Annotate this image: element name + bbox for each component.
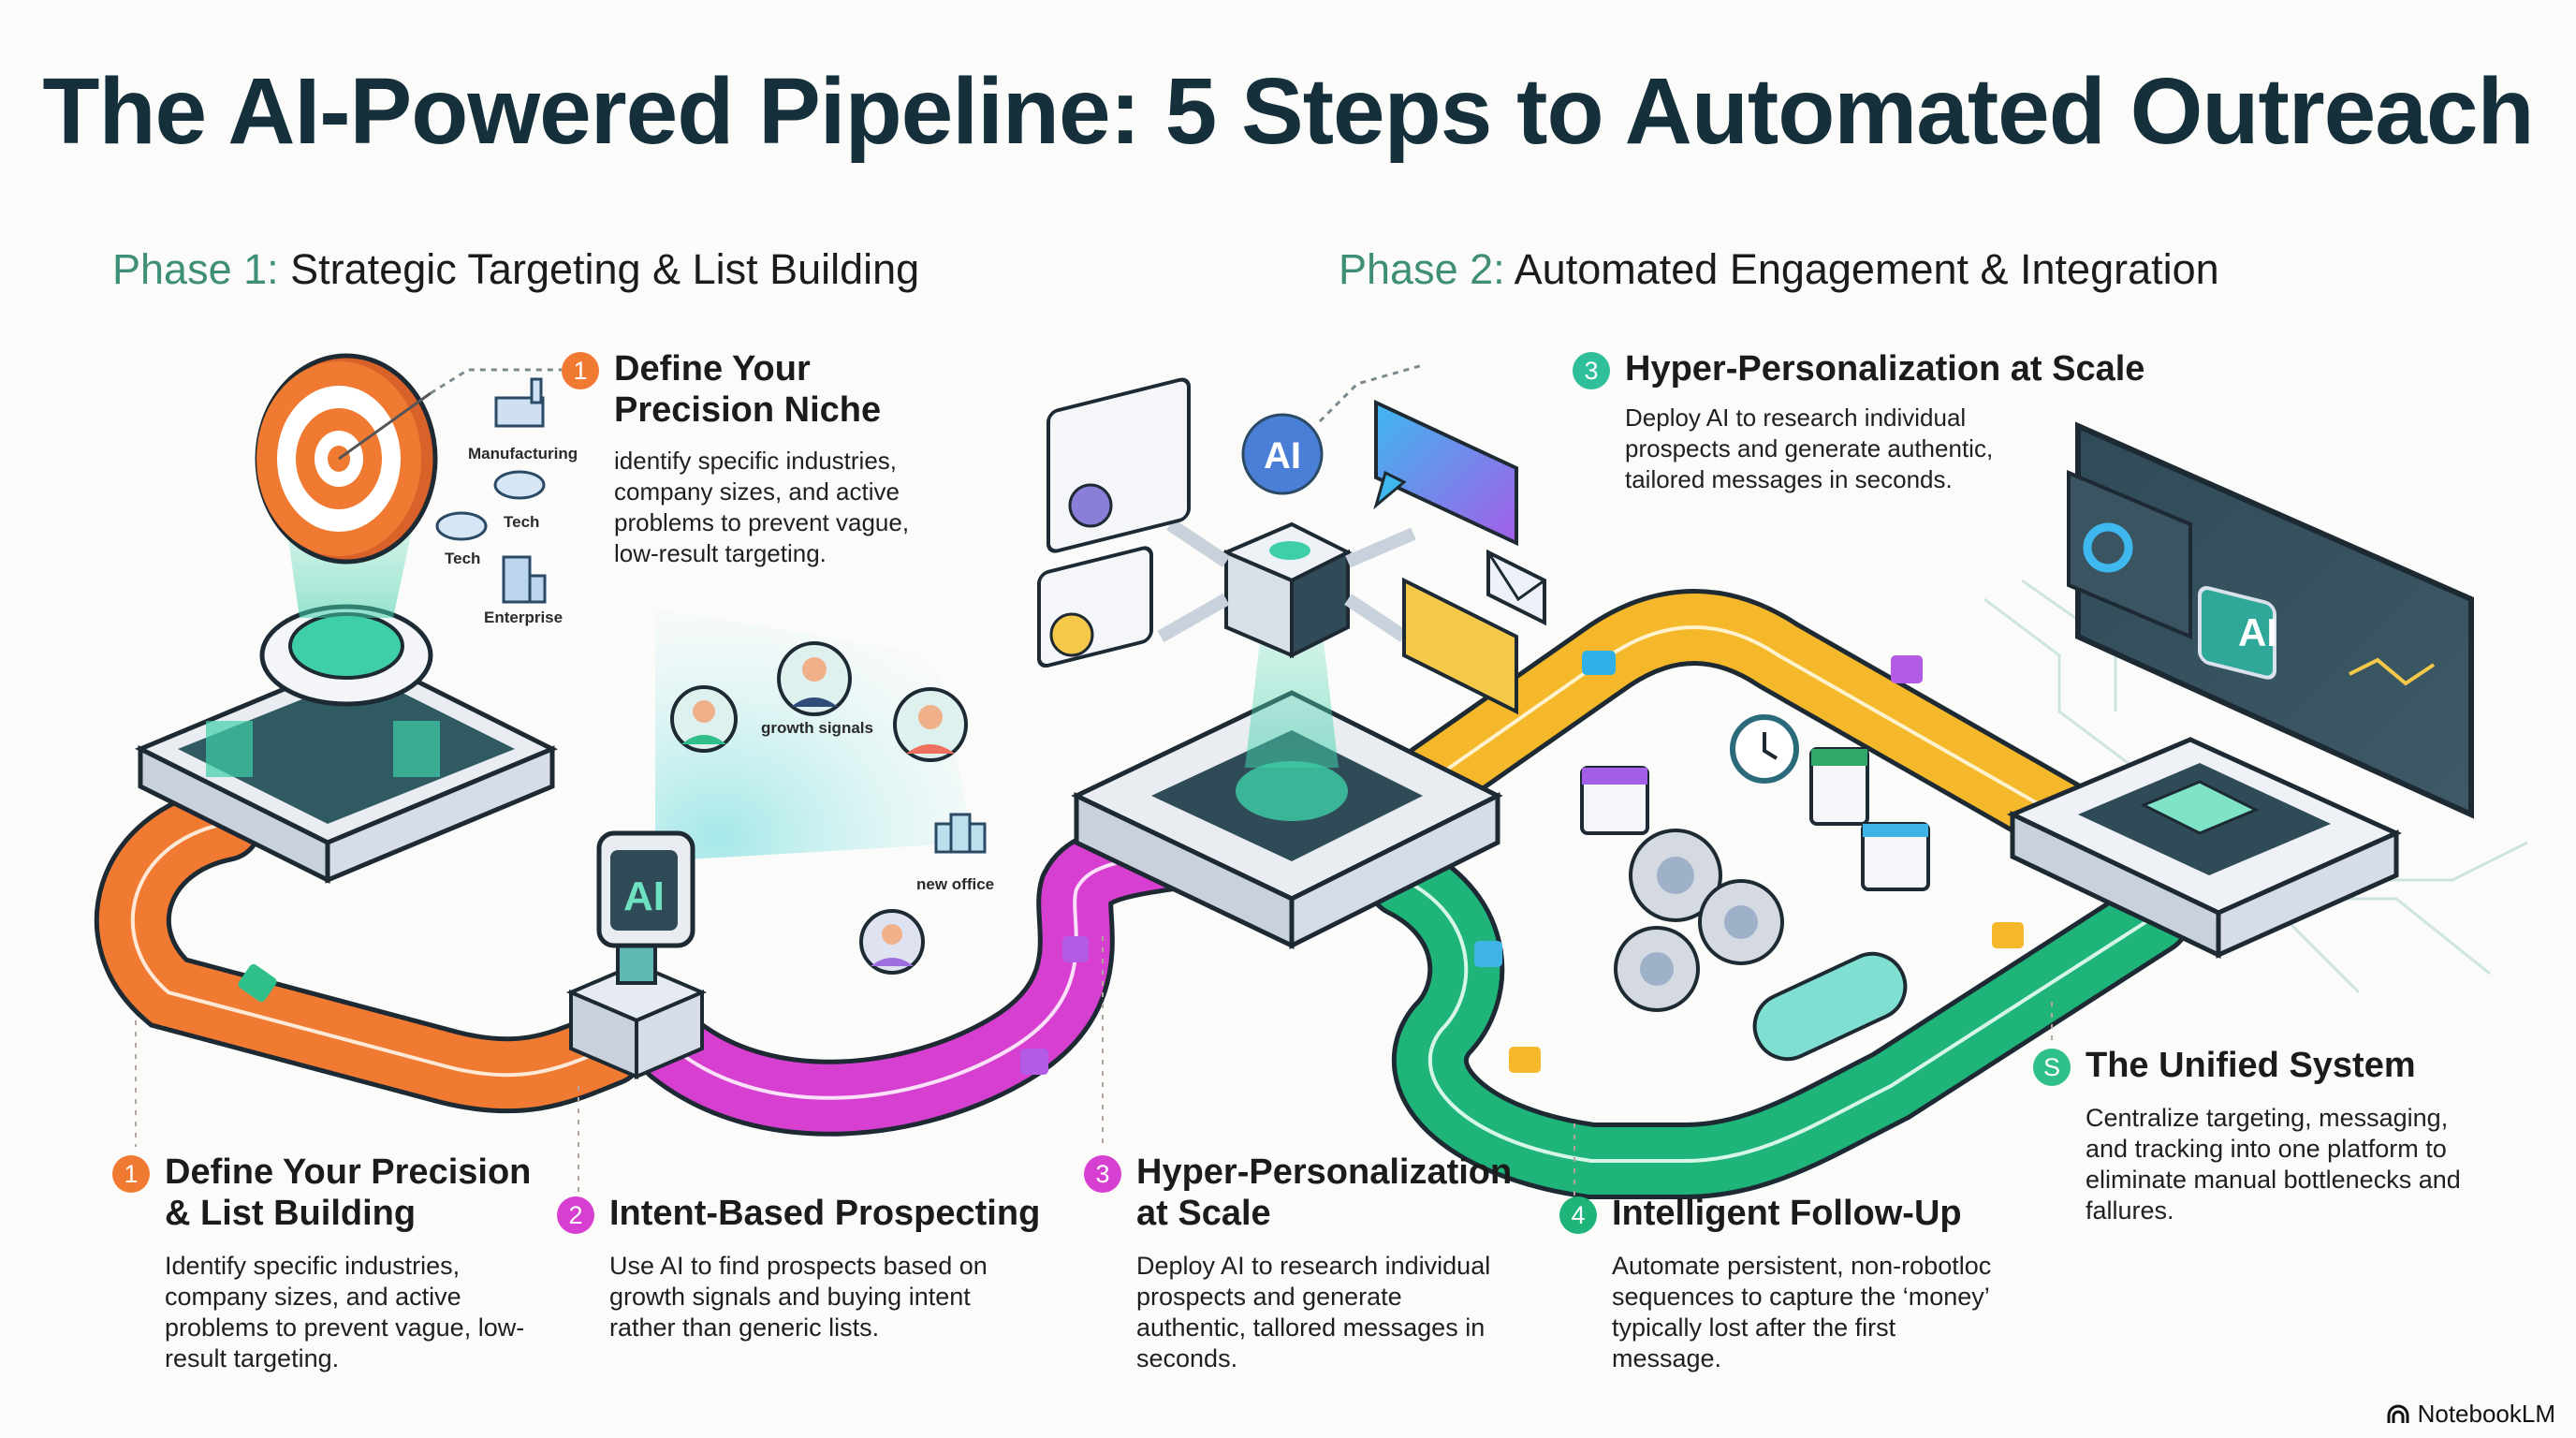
- dashboard-ai-label: AI: [2238, 610, 2277, 654]
- avatar-icon: [670, 685, 738, 753]
- pipe-magenta: [636, 814, 1218, 1137]
- industry-label-tech: Tech: [504, 513, 540, 531]
- gears-icon: [1614, 829, 1784, 1012]
- avatar-icon: [893, 687, 968, 762]
- step-3: 3 Hyper-Personalization at Scale Deploy …: [1084, 1152, 1515, 1374]
- pipe-badge-icon: [1509, 1047, 1541, 1073]
- avatar-icon: [777, 641, 852, 716]
- chat-bubble-icon: [1402, 577, 1518, 715]
- industry-label-enterprise: Enterprise: [484, 609, 564, 626]
- pipe-badge-icon: [238, 963, 277, 1003]
- phase-1-title: Strategic Targeting & List Building: [290, 245, 920, 293]
- chat-bubble-icon: [1373, 399, 1518, 547]
- step-description: Deploy AI to research individual prospec…: [1136, 1252, 1491, 1372]
- step-5: S The Unified System Centralize targetin…: [2033, 1045, 2520, 1226]
- callout-text: Deploy AI to research individual prospec…: [1625, 404, 1994, 493]
- callout-title: Define Your Precision Niche: [614, 349, 882, 430]
- chip-server: [2006, 737, 2403, 959]
- callout-precision-niche: 1 Define Your Precision Niche identify s…: [562, 348, 955, 569]
- industry-label-manufacturing: Manufacturing: [468, 445, 578, 462]
- notebooklm-logo-icon: [2387, 1404, 2409, 1423]
- ai-gear-icon: AI: [1241, 413, 1324, 495]
- step-title: The Unified System: [2086, 1046, 2416, 1085]
- phase-1-heading: Phase 1: Strategic Targeting & List Buil…: [112, 245, 919, 294]
- callout-hyper-personalization: 3 Hyper-Personalization at Scale Deploy …: [1573, 348, 2172, 495]
- clock-icon: [1730, 714, 1799, 784]
- step-number-badge: S: [2033, 1049, 2071, 1086]
- step-description: Centralize targeting, messaging, and tra…: [2086, 1104, 2461, 1225]
- step-description: Use AI to find prospects based on growth…: [609, 1252, 988, 1342]
- step-2: 2 Intent-Based Prospecting Use AI to fin…: [557, 1193, 1044, 1343]
- avatar-icon: [859, 909, 925, 975]
- step-1: 1 Define Your Precision & List Building …: [112, 1152, 543, 1374]
- target-server: [134, 353, 562, 885]
- pipe-badge-icon: [1020, 1049, 1048, 1075]
- notebooklm-brand: NotebookLM: [2386, 1400, 2555, 1429]
- step-number-badge: 2: [557, 1196, 594, 1234]
- ai-hub: AI: [1071, 363, 1503, 950]
- brand-name: NotebookLM: [2417, 1400, 2555, 1428]
- dashboard-monitor: AI: [2067, 421, 2474, 819]
- target-icon: [255, 353, 438, 565]
- pipe-yellow: [1384, 589, 2144, 881]
- cloud-icon: [493, 470, 546, 500]
- profile-card-icon: [1046, 377, 1191, 553]
- calendar-icon: [1809, 747, 1869, 826]
- callout-title: Hyper-Personalization at Scale: [1625, 349, 2145, 389]
- step-title: Intelligent Follow-Up: [1612, 1194, 1962, 1233]
- callout-text: identify specific industries, company si…: [614, 447, 910, 567]
- phase-2-title: Automated Engagement & Integration: [1514, 245, 2219, 293]
- page-title: The AI-Powered Pipeline: 5 Steps to Auto…: [42, 59, 2534, 164]
- profile-card-icon: [1037, 546, 1153, 668]
- office-building-icon: [934, 813, 987, 854]
- envelope-icon: [1486, 549, 1546, 626]
- pipe-badge-icon: [1062, 936, 1089, 962]
- signal-label-growth: growth signals: [761, 719, 873, 737]
- pipe-badge-icon: [1992, 922, 2024, 948]
- calendar-icon: [1580, 766, 1649, 835]
- step-description: Identify specific industries, company si…: [165, 1252, 525, 1372]
- pipe-orange: [94, 785, 647, 1114]
- step-title: Define Your Precision & List Building: [165, 1152, 532, 1233]
- step-number-badge: 1: [562, 352, 599, 389]
- step-number-badge: 4: [1559, 1196, 1597, 1234]
- capsule-icon: [1752, 951, 1908, 1062]
- cloud-icon: [435, 511, 488, 541]
- step-description: Automate persistent, non-robotloc sequen…: [1612, 1252, 1992, 1372]
- step-number-badge: 3: [1573, 352, 1610, 389]
- leader-lines: [135, 936, 2053, 1198]
- step-title: Intent-Based Prospecting: [609, 1194, 1041, 1233]
- industry-label-tech: Tech: [445, 550, 481, 567]
- phase-1-label: Phase 1:: [112, 245, 279, 293]
- ai-scanner-label: AI: [623, 873, 665, 919]
- step-number-badge: 1: [112, 1155, 150, 1193]
- signal-label-new-office: new office: [916, 875, 995, 893]
- pipe-badge-icon: [1474, 941, 1502, 967]
- phase-2-heading: Phase 2: Automated Engagement & Integrat…: [1339, 245, 2219, 294]
- step-title: Hyper-Personalization at Scale: [1136, 1152, 1513, 1233]
- pipe-green: [1366, 842, 2191, 1199]
- ai-scanner: AI: [565, 609, 973, 1080]
- pipe-badge-icon: [1891, 655, 1923, 683]
- factory-icon: [494, 377, 545, 428]
- step-number-badge: 3: [1084, 1155, 1121, 1193]
- pipe-badge-icon: [1582, 651, 1616, 675]
- step-4: 4 Intelligent Follow-Up Automate persist…: [1559, 1193, 2009, 1374]
- browser-window-icon: [1861, 822, 1930, 891]
- office-building-icon: [502, 555, 547, 604]
- ai-gear-label: AI: [1264, 435, 1301, 477]
- phase-2-label: Phase 2:: [1339, 245, 1505, 293]
